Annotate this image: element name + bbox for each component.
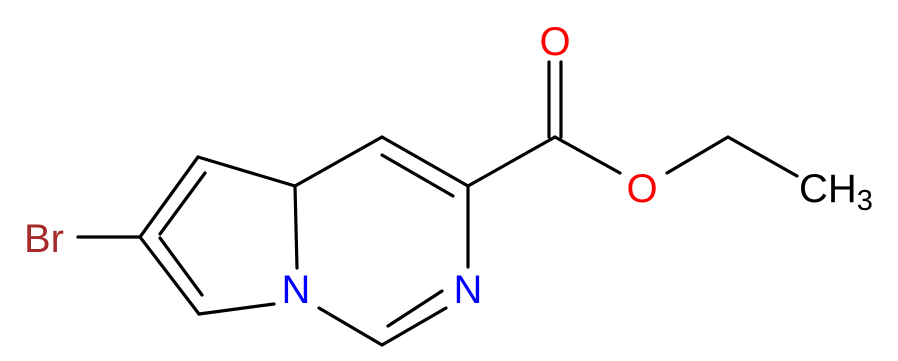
atom-labels: Br N N O O CH3 bbox=[24, 20, 873, 312]
bond-c6-c7 bbox=[138, 155, 200, 239]
ring-nitrogen-label: N bbox=[454, 268, 483, 312]
bond-c6-c7-double bbox=[158, 171, 207, 236]
bonds bbox=[76, 60, 799, 347]
bond-c5-c6-double bbox=[158, 236, 204, 297]
ester-oxygen-label: O bbox=[626, 167, 657, 211]
bond-n4-c5 bbox=[197, 302, 276, 316]
bromine-label: Br bbox=[24, 217, 64, 261]
bond-c8-c3-double bbox=[380, 153, 455, 198]
bond-ccarbonyl-oester bbox=[553, 135, 622, 175]
bond-c1-n4 bbox=[317, 306, 384, 347]
bond-oester-ch2 bbox=[665, 135, 730, 175]
bond-c5-c6 bbox=[138, 235, 201, 316]
carbonyl-oxygen-label: O bbox=[539, 20, 570, 64]
methyl-label: CH3 bbox=[799, 167, 873, 217]
bond-c3-ccarbonyl bbox=[466, 135, 557, 188]
methyl-symbol: CH bbox=[799, 167, 857, 211]
bond-n2-c1-double bbox=[386, 289, 444, 328]
bond-c8a-c8 bbox=[293, 135, 384, 188]
methyl-subscript: 3 bbox=[857, 185, 873, 217]
bridgehead-nitrogen-label: N bbox=[282, 268, 311, 312]
bond-c7-c8a bbox=[196, 155, 297, 188]
bond-c8a-n4 bbox=[293, 184, 299, 270]
bond-c8-c3 bbox=[380, 135, 470, 188]
bond-ch2-ch3 bbox=[726, 135, 799, 178]
bond-n2-c1 bbox=[380, 306, 448, 347]
